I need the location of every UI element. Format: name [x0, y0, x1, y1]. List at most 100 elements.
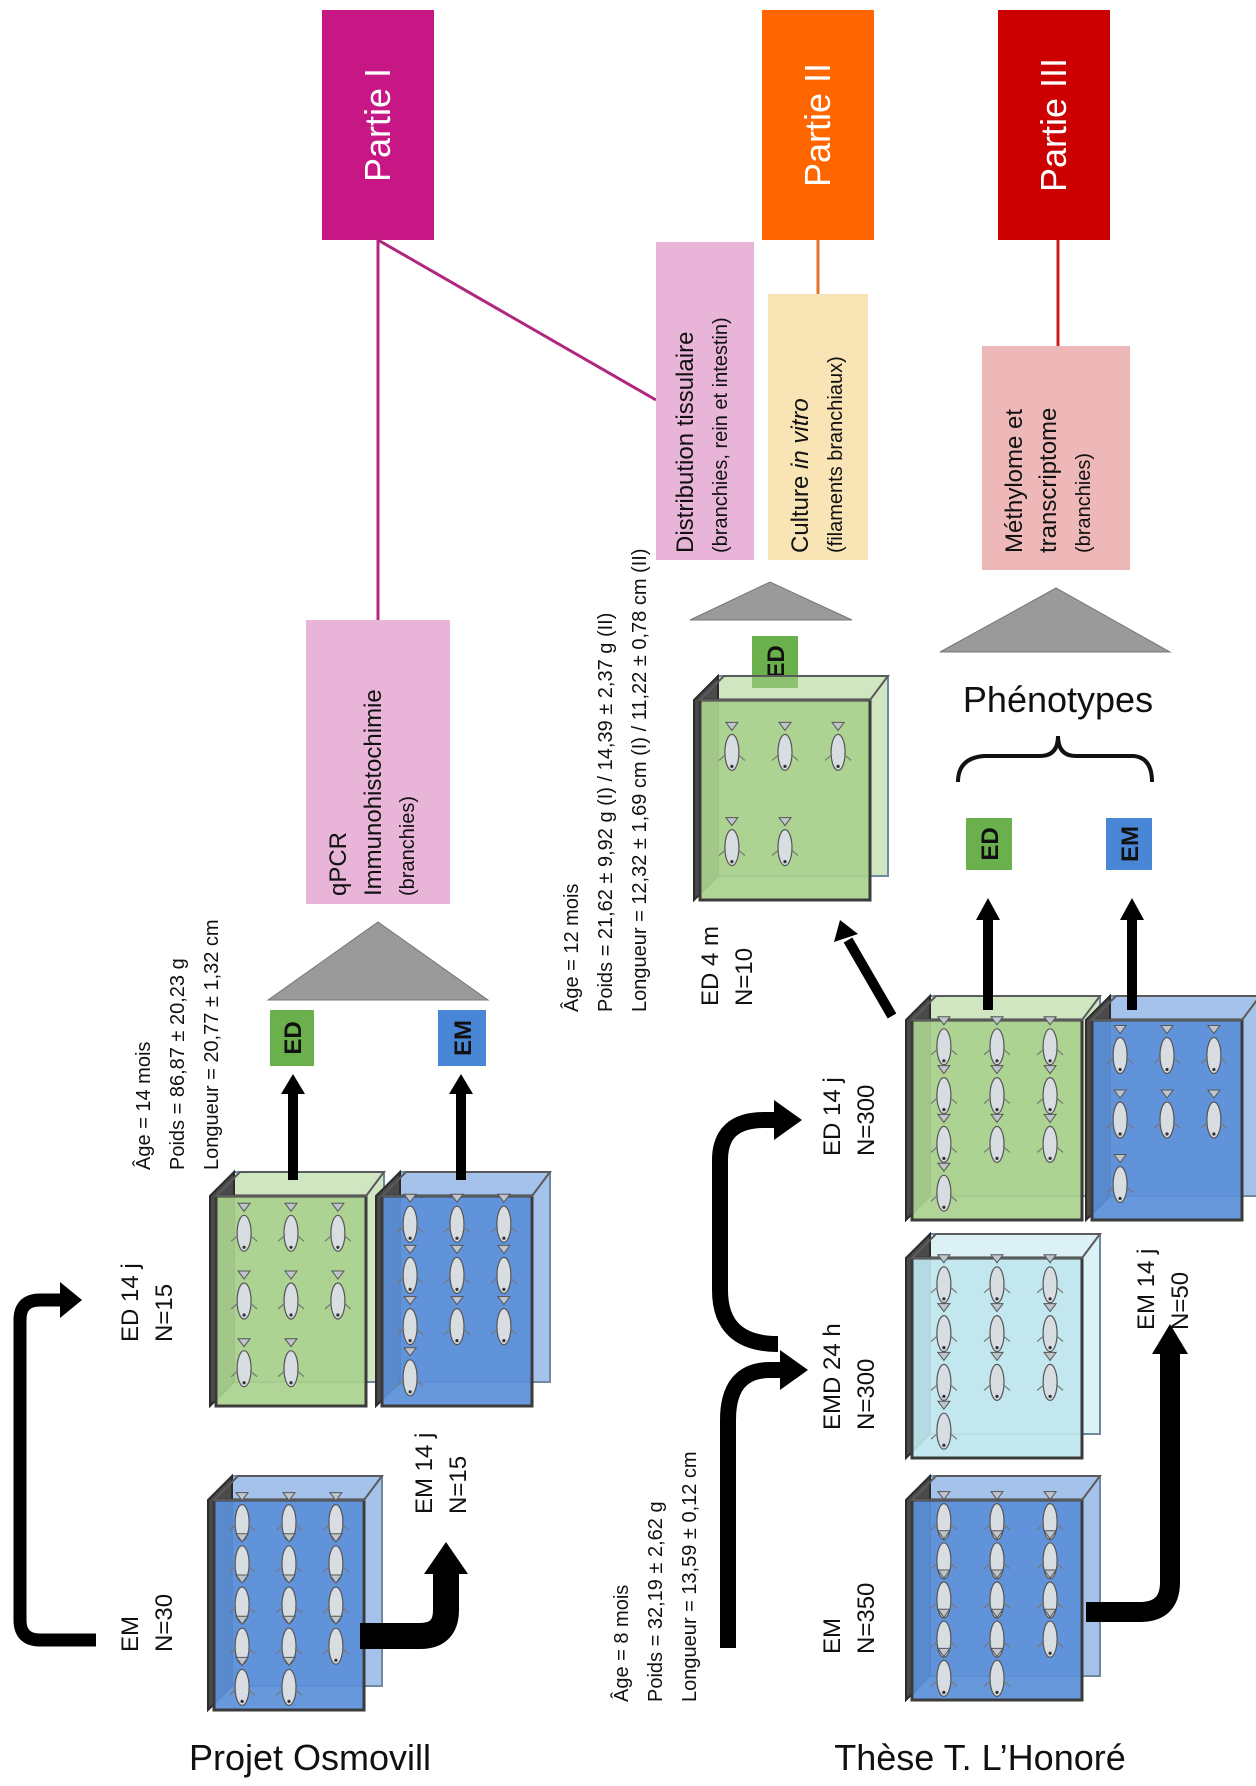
arrow-th-ed14-to-ed4m: [843, 937, 897, 1019]
tank-label-osm-em14-l2: N=15: [445, 1456, 472, 1514]
stats-12m-length: Longueur = 12,32 ± 1,69 cm (I) / 11,22 ±…: [629, 549, 651, 1013]
distribution-tissue-label: (branchies, rein et intestin): [710, 317, 732, 553]
tank-label-th-ed14-l2: N=300: [853, 1085, 880, 1156]
arrow-osm-em-to-ed: [13, 1293, 96, 1647]
tank-label-osm-ed: ED 14 j N=15: [117, 1263, 178, 1342]
qpcr-tissue-label: (branchies): [397, 796, 419, 896]
tank-label-th-emd-l2: N=300: [853, 1359, 880, 1430]
arrowhead-th-ed4m: [834, 920, 858, 942]
tank-label-th-emd-l1: EMD 24 h: [819, 1323, 846, 1430]
tanks-layer: [207, 673, 1256, 1713]
tag-em-osmovill: EM: [438, 1010, 486, 1066]
arrow-th-em-to-emd: [720, 1362, 782, 1648]
stats-8m-weight: Poids = 32,19 ± 2,62 g: [645, 1501, 667, 1702]
transcriptome-label: transcriptome: [1035, 408, 1062, 553]
methylome-label: Méthylome et: [1001, 409, 1028, 553]
tank-label-osm-ed-l1: ED 14 j: [117, 1263, 144, 1342]
triangle-osmovill: [266, 921, 490, 1001]
tank-label-th-em-l2: N=350: [853, 1583, 880, 1654]
arrowhead-th-ed14: [774, 1100, 802, 1140]
arrowhead-osm-ed-up: [281, 1074, 305, 1094]
tank-label-th-em14-l1: EM 14 j: [1133, 1249, 1160, 1330]
stats-8m-length: Longueur = 13,59 ± 0,12 cm: [679, 1451, 701, 1702]
tag-ed-4m-label: ED: [763, 645, 790, 678]
tag-ed-osmovill: ED: [270, 1010, 314, 1066]
tank-label-th-ed14: ED 14 j N=300: [819, 1077, 880, 1156]
stats-osmovill-length: Longueur = 20,77 ± 1,32 cm: [201, 919, 223, 1170]
arrow-th-emd-to-ed14: [712, 1112, 779, 1352]
tank-label-osm-em-l2: N=30: [151, 1594, 178, 1652]
stats-these-8m: Âge = 8 mois Poids = 32,19 ± 2,62 g Long…: [610, 1451, 701, 1702]
tag-em-phenotype: EM: [1106, 818, 1152, 870]
culture-box: Culture in vitro (filaments branchiaux): [768, 294, 868, 560]
tank-label-osm-em: EM N=30: [117, 1594, 178, 1652]
arrowhead-th-em14: [1152, 1324, 1188, 1354]
arrows: [13, 898, 1188, 1649]
triangle-ed4m: [689, 581, 853, 621]
stats-osmovill-weight: Poids = 86,87 ± 20,23 g: [167, 958, 189, 1170]
tank-label-th-ed4-l2: N=10: [731, 948, 758, 1006]
tank-osm-ed: [209, 1169, 386, 1409]
tank-label-th-ed4: ED 4 m N=10: [697, 926, 758, 1006]
tank-label-th-em14: EM 14 j N=50: [1133, 1249, 1194, 1330]
qpcr-label: qPCR: [325, 832, 352, 896]
arrowhead-th-ed14-up: [976, 898, 1000, 920]
tag-ed-phenotype: ED: [966, 818, 1012, 870]
stats-12m-weight: Poids = 21,62 ± 9,92 g (I) / 14,39 ± 2,3…: [595, 613, 617, 1012]
arrowhead-th-em14-up: [1120, 898, 1144, 920]
culture-label-a: Culture: [787, 469, 814, 553]
distribution-label: Distribution tissulaire: [672, 332, 699, 553]
tank-label-osm-ed-l2: N=15: [151, 1284, 178, 1342]
arrow-osm-em-to-em14: [360, 1570, 459, 1649]
partie-3-label: Partie III: [1033, 58, 1074, 192]
triangle-phenotypes: [939, 587, 1172, 653]
arrowhead-osm-ed: [60, 1282, 82, 1318]
tank-label-th-em-l1: EM: [819, 1618, 846, 1654]
stats-osmovill: Âge = 14 mois Poids = 86,87 ± 20,23 g Lo…: [132, 919, 223, 1170]
culture-label-b: in vitro: [787, 398, 814, 469]
tank-th-ed4: [693, 673, 890, 903]
partie-2-box: Partie II: [762, 10, 874, 240]
tank-label-th-em: EM N=350: [819, 1583, 880, 1654]
partie-3-box: Partie III: [998, 10, 1110, 240]
stats-these-12m: Âge = 12 mois Poids = 21,62 ± 9,92 g (I)…: [560, 549, 651, 1013]
tag-ed-phenotype-label: ED: [977, 827, 1004, 860]
tank-label-osm-em14: EM 14 j N=15: [411, 1433, 472, 1514]
tank-label-th-em14-l2: N=50: [1167, 1272, 1194, 1330]
partie-2-label: Partie II: [797, 63, 838, 187]
culture-label: Culture in vitro: [787, 398, 814, 553]
tank-label-th-ed4-l1: ED 4 m: [697, 926, 724, 1006]
partie-1-label: Partie I: [357, 68, 398, 182]
connector-p1-distribution: [377, 238, 657, 402]
culture-tissue-label: (filaments branchiaux): [825, 356, 847, 553]
arrowhead-osm-em14-up: [449, 1074, 473, 1094]
tank-label-th-ed14-l1: ED 14 j: [819, 1077, 846, 1156]
distribution-box: Distribution tissulaire (branchies, rein…: [656, 242, 754, 560]
phenotypes-brace: [956, 735, 1154, 783]
project-these-title: Thèse T. L’Honoré: [834, 1737, 1126, 1778]
tank-label-osm-em-l1: EM: [117, 1616, 144, 1652]
tank-th-em14: [1085, 993, 1256, 1223]
immunohisto-label: Immunohistochimie: [360, 689, 387, 896]
stats-8m-age: Âge = 8 mois: [610, 1585, 633, 1702]
tank-th-em: [905, 1473, 1102, 1703]
partie-1-box: Partie I: [322, 10, 434, 240]
tank-osm-em: [207, 1473, 384, 1713]
tank-th-ed14: [905, 993, 1102, 1223]
tank-label-osm-em14-l1: EM 14 j: [411, 1433, 438, 1514]
arrow-th-em-to-em14: [1086, 1350, 1180, 1622]
tag-em-osmovill-label: EM: [450, 1020, 477, 1056]
qpcr-box: qPCR Immunohistochimie (branchies): [306, 620, 450, 904]
tank-label-th-emd: EMD 24 h N=300: [819, 1323, 880, 1430]
methylome-tissue-label: (branchies): [1073, 453, 1095, 553]
tank-th-emd: [905, 1231, 1102, 1461]
stats-12m-age: Âge = 12 mois: [560, 884, 583, 1012]
arrowhead-osm-em14: [424, 1542, 468, 1574]
project-osmovill-title: Projet Osmovill: [189, 1737, 431, 1778]
tag-em-phenotype-label: EM: [1117, 826, 1144, 862]
tag-ed-osmovill-label: ED: [280, 1021, 307, 1054]
stats-osmovill-age: Âge = 14 mois: [132, 1042, 155, 1170]
phenotypes-label: Phénotypes: [963, 679, 1153, 720]
arrowhead-th-emd: [780, 1350, 808, 1390]
